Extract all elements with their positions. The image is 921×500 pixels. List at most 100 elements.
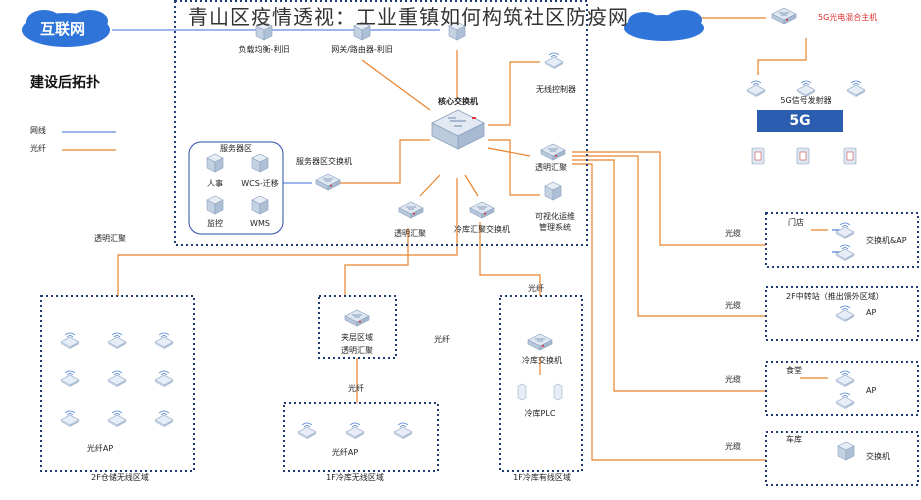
legend-fiber-label: 光纤 bbox=[30, 144, 46, 153]
cold-storage-switch-label: 冷库交换机 bbox=[522, 356, 562, 365]
right-agg-label: 透明汇聚 bbox=[535, 163, 567, 172]
fiber-ap-icon bbox=[154, 332, 174, 350]
cold-ap-1-icon bbox=[297, 422, 317, 440]
fiber-ap-icon bbox=[60, 410, 80, 428]
right-box-1-border bbox=[765, 212, 919, 268]
core-switch-icon bbox=[431, 109, 485, 150]
five-g-host-label: 5G光电混合主机 bbox=[818, 13, 878, 22]
cold-agg-switch-icon bbox=[469, 201, 495, 219]
right-box-3-device: AP bbox=[866, 386, 877, 395]
five-g-transmitter-2-icon bbox=[796, 80, 816, 98]
ops-system-label-1: 可视化运维 bbox=[535, 212, 575, 221]
fiber-label-cold-top: 光纤 bbox=[528, 284, 544, 293]
cold-plc-label: 冷库PLC bbox=[524, 409, 556, 418]
internet-cloud bbox=[22, 10, 110, 47]
server-wcs-icon bbox=[251, 153, 269, 173]
cable-label-4: 光缆 bbox=[725, 442, 741, 451]
fiber-label-mezz-down: 光纤 bbox=[348, 384, 364, 393]
right-box-3-border bbox=[765, 361, 919, 416]
mezzanine-label-1: 夹层区域 bbox=[341, 333, 373, 342]
fiber-ap-icon bbox=[154, 410, 174, 428]
garage-switch-icon bbox=[837, 441, 855, 461]
phone-1-icon bbox=[751, 147, 765, 165]
phone-3-icon bbox=[843, 147, 857, 165]
plc-2-icon bbox=[553, 383, 563, 401]
right-box-4-name: 车库 bbox=[786, 435, 802, 444]
mid-agg-switch-icon bbox=[398, 201, 424, 219]
canteen-ap-2-icon bbox=[835, 392, 855, 410]
server-monitor-icon bbox=[206, 195, 224, 215]
warehouse-ap-grid bbox=[60, 332, 174, 428]
plc-1-icon bbox=[517, 383, 527, 401]
fiber-label-mezzanine: 光纤 bbox=[434, 335, 450, 344]
men-dian-ap-2-icon bbox=[835, 244, 855, 262]
warehouse-ap-label: 光纤AP bbox=[86, 444, 114, 453]
cable-label-2: 光缆 bbox=[725, 301, 741, 310]
fiber-right-agg-box3 bbox=[572, 159, 766, 392]
fiber-core-to-mid-agg bbox=[419, 174, 441, 197]
server-zone-box bbox=[188, 141, 284, 235]
fiber-ap-icon bbox=[154, 370, 174, 388]
mid-agg-label: 透明汇聚 bbox=[394, 229, 426, 238]
page-title: 青山区疫情透视：工业重镇如何构筑社区防疫网 bbox=[188, 5, 629, 29]
fiber-right-agg-box2 bbox=[572, 155, 766, 317]
load-balancer-label: 负载均衡-利旧 bbox=[238, 45, 290, 54]
wireless-controller-icon bbox=[544, 52, 564, 70]
right-box-1-name: 门店 bbox=[788, 218, 804, 227]
server-zone-switch-label: 服务器区交换机 bbox=[296, 157, 352, 166]
zone-borders bbox=[40, 0, 919, 486]
right-box-4-device: 交换机 bbox=[866, 452, 890, 461]
mezzanine-label-2: 透明汇聚 bbox=[341, 346, 373, 355]
server-wcs-label: WCS-迁移 bbox=[241, 179, 279, 188]
cable-label-1: 光缆 bbox=[725, 229, 741, 238]
cable-label-3: 光缆 bbox=[725, 375, 741, 384]
transit-ap-icon bbox=[835, 305, 855, 323]
right-box-1-device: 交换机&AP bbox=[866, 236, 907, 245]
ops-system-label-2: 管理系统 bbox=[539, 223, 571, 232]
core-zone-border bbox=[174, 0, 588, 246]
cold-ap-2-icon bbox=[345, 422, 365, 440]
cold-1f-wired-border bbox=[499, 295, 583, 472]
fiber-ap-icon bbox=[107, 370, 127, 388]
gateway-router-label: 网关/路由器-利旧 bbox=[331, 45, 393, 54]
cold-storage-switch-icon bbox=[527, 333, 553, 351]
cold-1f-wireless-border bbox=[283, 402, 439, 472]
server-zone-title: 服务器区 bbox=[220, 144, 252, 153]
right-box-2-name: 2F中转站（推出馈外区域） bbox=[786, 292, 884, 301]
network-links bbox=[62, 29, 840, 253]
fiber-ap-icon bbox=[60, 370, 80, 388]
right-cloud bbox=[624, 10, 704, 41]
fiber-ap-icon bbox=[60, 332, 80, 350]
right-box-3-name: 食堂 bbox=[786, 366, 802, 375]
cold-wireless-ap-label: 光纤AP bbox=[331, 448, 359, 457]
warehouse-zone-footer: 2F仓储无线区域 bbox=[91, 473, 149, 482]
server-zone-switch-icon bbox=[315, 173, 341, 191]
wireless-controller-label: 无线控制器 bbox=[536, 85, 576, 94]
fiber-right-agg-box4 bbox=[572, 163, 766, 461]
cold-agg-switch-label: 冷库汇聚交换机 bbox=[454, 225, 510, 234]
fiber-ap-icon bbox=[107, 332, 127, 350]
cold-wired-footer: 1F冷库有线区域 bbox=[513, 473, 571, 482]
internet-cloud-label: 互联网 bbox=[40, 20, 86, 38]
men-dian-ap-1-icon bbox=[835, 222, 855, 240]
cold-ap-3-icon bbox=[393, 422, 413, 440]
fiber-core-to-cold-agg bbox=[464, 174, 479, 197]
right-box-2-device: AP bbox=[866, 308, 877, 317]
fiber-core-to-ops bbox=[488, 139, 540, 196]
right-agg-switch-icon bbox=[540, 143, 566, 161]
server-wms-icon bbox=[251, 195, 269, 215]
five-g-transmitter-3-icon bbox=[846, 80, 866, 98]
phone-2-icon bbox=[796, 147, 810, 165]
cold-wireless-footer: 1F冷库无线区域 bbox=[326, 473, 384, 482]
server-hr-label: 人事 bbox=[207, 179, 223, 188]
canteen-ap-1-icon bbox=[835, 370, 855, 388]
warehouse-2f-border bbox=[40, 295, 195, 472]
fiber-right-agg-box1 bbox=[572, 151, 766, 246]
right-box-2-border bbox=[765, 286, 919, 341]
ops-system-icon bbox=[544, 181, 562, 201]
mezzanine-switch-icon bbox=[344, 309, 370, 327]
fiber-cold-agg-to-cold-zone bbox=[479, 222, 541, 296]
five-g-host-icon bbox=[771, 7, 797, 25]
right-box-4-border bbox=[765, 431, 919, 486]
